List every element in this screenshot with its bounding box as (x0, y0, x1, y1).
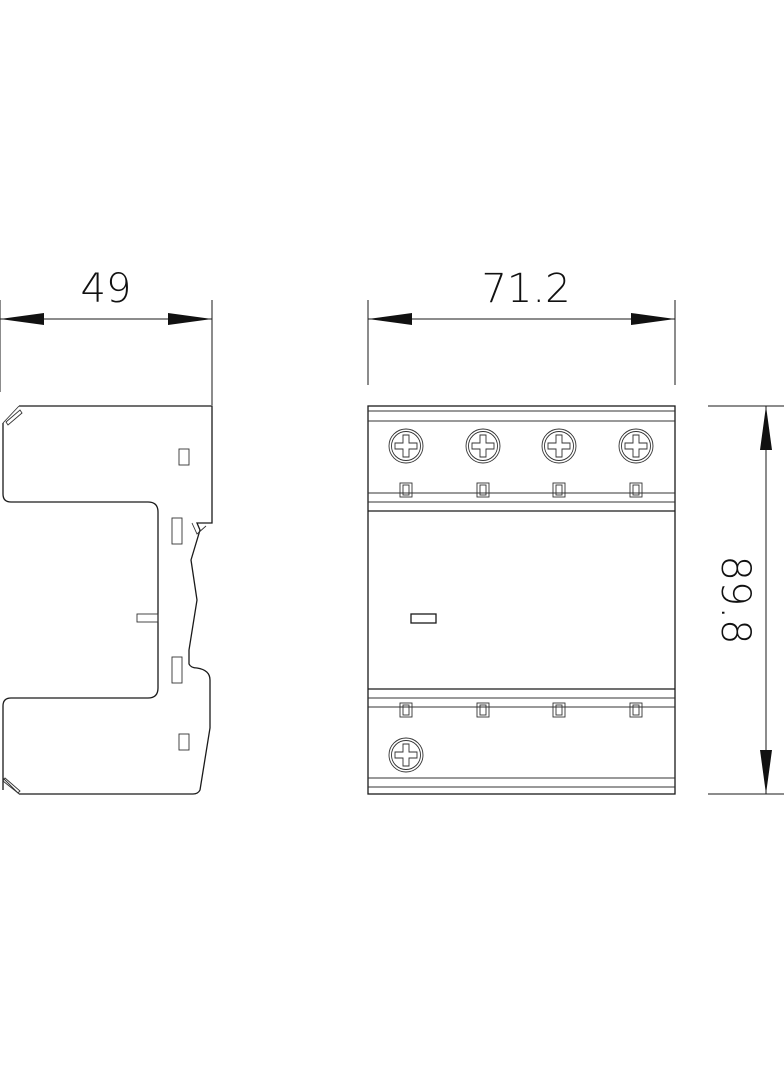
clip-top-left (2, 405, 23, 426)
clip-icon (552, 482, 566, 498)
clip-icon (399, 482, 413, 498)
arrowhead-right-icon (631, 313, 675, 325)
side-window (178, 448, 190, 466)
side-stub (136, 613, 159, 623)
latch-triangle (191, 522, 207, 535)
arrowhead-right-icon (168, 313, 212, 325)
front-view (367, 405, 676, 795)
clip-icon (552, 702, 566, 718)
dimension-width: 71.2 (367, 266, 676, 385)
arrowhead-left-icon (368, 313, 412, 325)
arrowhead-bottom-icon (760, 750, 772, 794)
status-indicator-window (410, 613, 437, 624)
side-window (171, 656, 183, 684)
terminal-screw-icon (618, 428, 654, 464)
front-view-outline (367, 405, 676, 795)
clip-icon (629, 482, 643, 498)
arrowhead-left-icon (0, 313, 44, 325)
terminal-screw-icon (388, 737, 424, 773)
dimension-label-width: 71.2 (481, 266, 570, 312)
clip-bottom-left (2, 777, 21, 795)
clip-icon (629, 702, 643, 718)
side-window (178, 733, 190, 751)
side-window (171, 517, 183, 545)
dimension-label-height: 89.8 (712, 555, 758, 644)
arrowhead-top-icon (760, 406, 772, 450)
dimension-depth: 49 (0, 266, 213, 405)
dimension-height: 89.8 (708, 405, 784, 795)
side-view-outline (2, 405, 213, 795)
clip-icon (476, 702, 490, 718)
clip-icon (476, 482, 490, 498)
terminal-screw-icon (541, 428, 577, 464)
terminal-screw-icon (388, 428, 424, 464)
dimension-label-depth: 49 (81, 266, 132, 312)
side-view (2, 405, 213, 795)
clip-icon (399, 702, 413, 718)
terminal-screw-icon (465, 428, 501, 464)
